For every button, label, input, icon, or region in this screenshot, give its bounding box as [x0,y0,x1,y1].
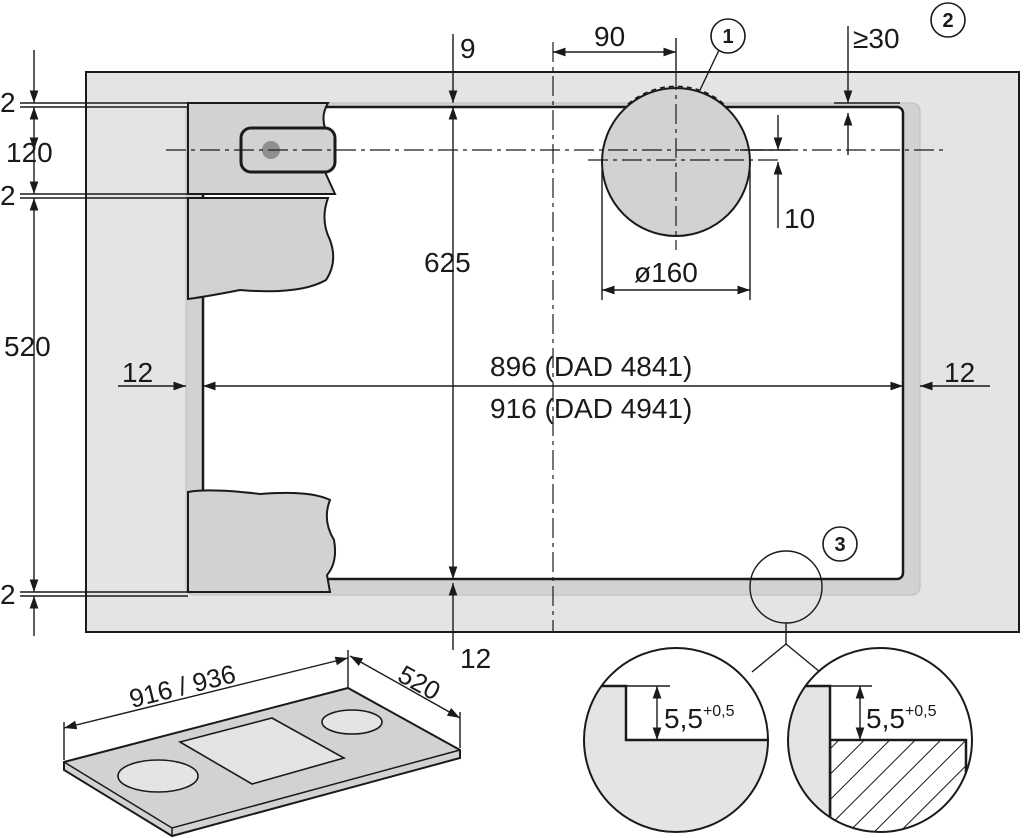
svg-text:2: 2 [942,10,953,32]
cabinet-panel-upper [187,197,335,301]
dim-left-2-mid: 2 [0,180,16,211]
dim-height-625: 625 [424,247,471,278]
dim-right-10: 10 [784,203,815,234]
dimension-lines [20,26,990,673]
cooking-zone-right [321,709,383,735]
dim-top-90: 90 [594,21,625,52]
callout-1: 1 [710,18,746,54]
dim-left-520: 520 [4,331,51,362]
dim-left-12: 12 [122,357,153,388]
duct-opening [601,85,751,237]
dim-left-2-bottom: 2 [0,579,16,610]
dim-right-12: 12 [944,357,975,388]
callouts: 1 2 3 [710,2,966,562]
center-lines [166,42,945,632]
dimension-labels: 2 120 2 520 2 9 90 ≥30 10 ø160 625 12 12… [0,21,975,674]
dim-top-9: 9 [460,33,476,64]
dim-iso-width: 916 / 936 [126,658,238,713]
detail-b: 5,5+0,5 [787,647,973,833]
dim-top-ge30: ≥30 [853,23,900,54]
hob-isometric: 916 / 936 520 [63,650,461,838]
dim-width-896: 896 (DAD 4841) [490,351,692,382]
dim-diameter: ø160 [634,257,698,288]
dim-bottom-12: 12 [460,643,491,674]
cabinet-panel-lower [187,489,337,593]
svg-text:3: 3 [834,534,845,556]
dim-left-2-top: 2 [0,87,16,118]
cooking-zone-center [177,717,347,785]
callout-3: 3 [822,526,858,562]
dim-width-916: 916 (DAD 4941) [490,393,692,424]
callout-2: 2 [930,2,966,38]
cabinet-panels [187,102,337,593]
detail-a: 5,5+0,5 [583,647,769,833]
detail-b-value: 5,5+0,5 [866,703,937,734]
cooking-zone-left [117,759,199,793]
dim-left-120: 120 [6,137,53,168]
duct-outline-dashed [627,85,725,105]
detail-a-value: 5,5+0,5 [664,703,735,734]
dim-iso-depth: 520 [393,659,445,706]
svg-text:1: 1 [722,26,733,48]
